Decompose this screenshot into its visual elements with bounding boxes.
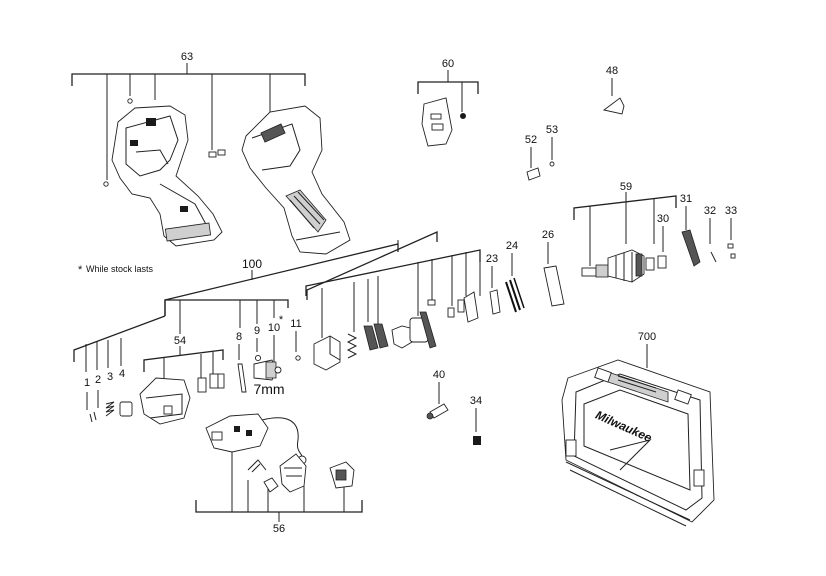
- part-56-terminal: [329, 461, 355, 489]
- label-10: 10: [268, 322, 280, 334]
- label-40: 40: [433, 369, 445, 381]
- part-24-rods: [505, 277, 525, 313]
- part-33b: [730, 253, 736, 259]
- part-23: [489, 289, 501, 315]
- part-1-4-latch-small: [86, 390, 133, 423]
- housing-left-half: [103, 98, 226, 247]
- label-23: 23: [486, 253, 498, 265]
- part-10-anvil: [253, 359, 282, 381]
- part-54-battery-latch: [139, 373, 225, 425]
- case-logo-bolt: [609, 439, 652, 471]
- part-52: [526, 167, 541, 181]
- part-700-case: [561, 359, 715, 527]
- label-32: 32: [704, 205, 716, 217]
- label-1: 1: [84, 377, 90, 389]
- leaders-100-right: [321, 252, 481, 338]
- part-11: [295, 355, 301, 361]
- part-31-board: [681, 229, 701, 267]
- label-31: 31: [680, 193, 692, 205]
- part-56-switch: [205, 413, 307, 465]
- label-700: 700: [638, 331, 656, 343]
- part-9-ball: [254, 354, 262, 362]
- footnote-asterisk: *: [78, 264, 83, 276]
- label-34: 34: [470, 395, 482, 407]
- part-32: [710, 251, 717, 263]
- bracket-59: [573, 192, 677, 266]
- bracket-1-4: [73, 315, 166, 372]
- label-53: 53: [546, 124, 558, 136]
- label-2: 2: [95, 374, 101, 386]
- part-8-pin: [237, 363, 247, 393]
- part-34: [473, 436, 481, 445]
- label-56: 56: [273, 523, 285, 535]
- label-11: 11: [290, 318, 301, 330]
- label-63: 63: [181, 51, 193, 63]
- label-8: 8: [236, 331, 242, 343]
- label-26: 26: [542, 229, 554, 241]
- bracket-60: [417, 70, 479, 112]
- label-24: 24: [506, 240, 518, 252]
- housing-right-half: [241, 105, 351, 255]
- part-40: [426, 403, 449, 420]
- label-3: 3: [107, 371, 113, 383]
- part-53: [549, 161, 555, 167]
- part-26-sleeve: [543, 265, 565, 307]
- footnote-stock-note: While stock lasts: [86, 264, 154, 274]
- label-60: 60: [442, 58, 454, 70]
- label-33: 33: [725, 205, 737, 217]
- label-9: 9: [254, 325, 260, 337]
- part-60-clip: [421, 97, 466, 147]
- part-56-forward-reverse: [247, 459, 279, 493]
- label-59: 59: [620, 181, 632, 193]
- part-100-spring: [346, 333, 358, 359]
- part-48-wedge: [602, 97, 625, 115]
- part-33a: [727, 243, 734, 249]
- bracket-54: [143, 346, 224, 382]
- part-59-motor-assembly: [581, 249, 667, 283]
- label-4: 4: [119, 368, 125, 380]
- bracket-63: [71, 63, 306, 180]
- size-note-7mm: 7mm: [253, 381, 284, 397]
- label-30: 30: [657, 213, 669, 225]
- label-10-asterisk: *: [279, 314, 284, 326]
- label-100: 100: [242, 257, 262, 271]
- label-54: 54: [174, 335, 186, 347]
- part-100-gearbox-housing: [313, 335, 341, 371]
- label-52: 52: [525, 134, 537, 146]
- bracket-100-sub: [164, 299, 289, 334]
- part-100-gears: [363, 291, 479, 351]
- part-56-led-board: [279, 453, 307, 493]
- label-48: 48: [606, 65, 618, 77]
